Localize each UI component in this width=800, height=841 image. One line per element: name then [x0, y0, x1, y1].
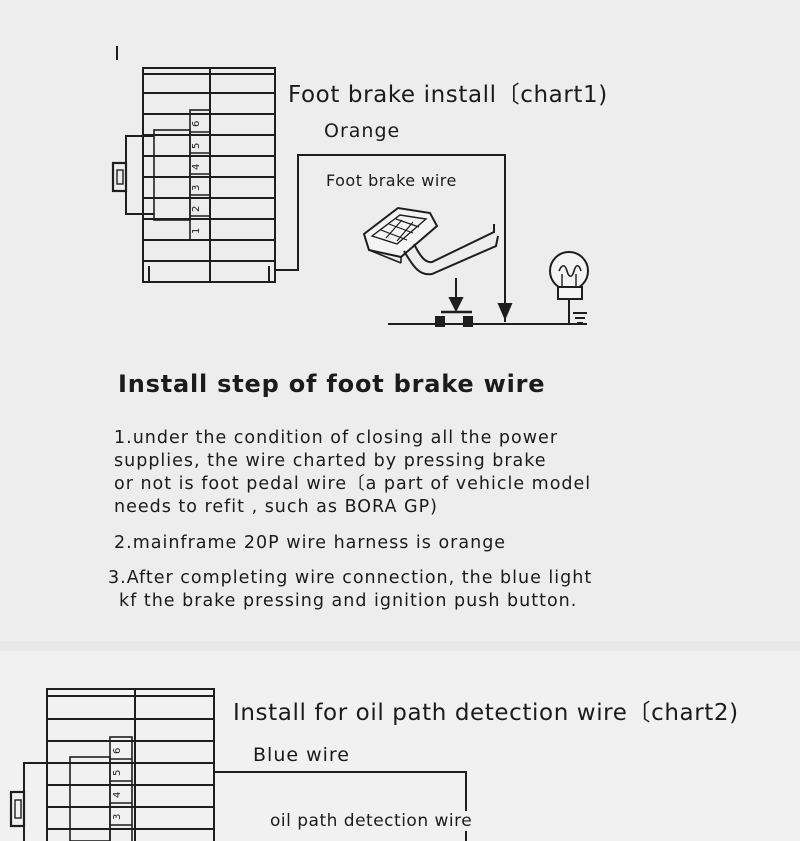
pin-label: 5 — [111, 769, 123, 776]
pin-label: 6 — [111, 747, 123, 754]
install-step-1: 1.under the condition of closing all the… — [114, 427, 591, 519]
install-steps-heading: Install step of foot brake wire — [118, 370, 546, 398]
step-line: 1.under the condition of closing all the… — [114, 428, 559, 448]
blue-wire-label: Blue wire — [253, 744, 350, 766]
pin-label: 6 — [190, 120, 202, 127]
foot-brake-wire-label: Foot brake wire — [326, 171, 457, 190]
foot-brake-panel: 1 2 3 4 5 6 Foot brake install〔chart1) O… — [108, 46, 608, 613]
orange-wire-label: Orange — [324, 120, 401, 142]
brake-pedal-icon — [362, 206, 499, 276]
foot-brake-diagram — [111, 46, 589, 327]
oil-path-wire-label: oil path detection wire — [270, 811, 475, 831]
step-line: or not is foot pedal wire〔a part of vehi… — [114, 474, 592, 494]
pin-label: 1 — [190, 227, 202, 234]
step-line: kf the brake pressing and ignition push … — [119, 591, 578, 611]
oil-path-diagram — [9, 688, 467, 841]
step-line: supplies, the wire charted by pressing b… — [114, 451, 547, 471]
pin-label: 3 — [190, 184, 202, 191]
orange-wire-path — [275, 154, 506, 322]
oil-path-panel: 3 4 5 6 Install for oil path detection w… — [0, 651, 800, 841]
brake-lamp-icon — [549, 251, 589, 325]
chart1-title: Foot brake install〔chart1) — [288, 82, 608, 108]
pin-label: 3 — [111, 813, 123, 820]
step-line: needs to refit , such as BORA GP) — [114, 497, 438, 517]
install-step-2: 2.mainframe 20P wire harness is orange — [114, 532, 506, 555]
pin-label: 4 — [111, 791, 123, 798]
connector-plug-1 — [111, 109, 211, 241]
step-line: 2.mainframe 20P wire harness is orange — [114, 533, 507, 553]
connector-plug-2 — [9, 736, 133, 841]
pin-label: 5 — [190, 142, 202, 149]
step-line: 3.After completing wire connection, the … — [108, 568, 593, 588]
install-step-3: 3.After completing wire connection, the … — [108, 567, 592, 613]
chart2-title: Install for oil path detection wire〔char… — [233, 700, 739, 726]
brake-switch — [435, 278, 473, 327]
pin-label: 4 — [190, 163, 202, 170]
mainframe-unit-2 — [46, 688, 215, 841]
pin-label: 2 — [190, 205, 202, 212]
